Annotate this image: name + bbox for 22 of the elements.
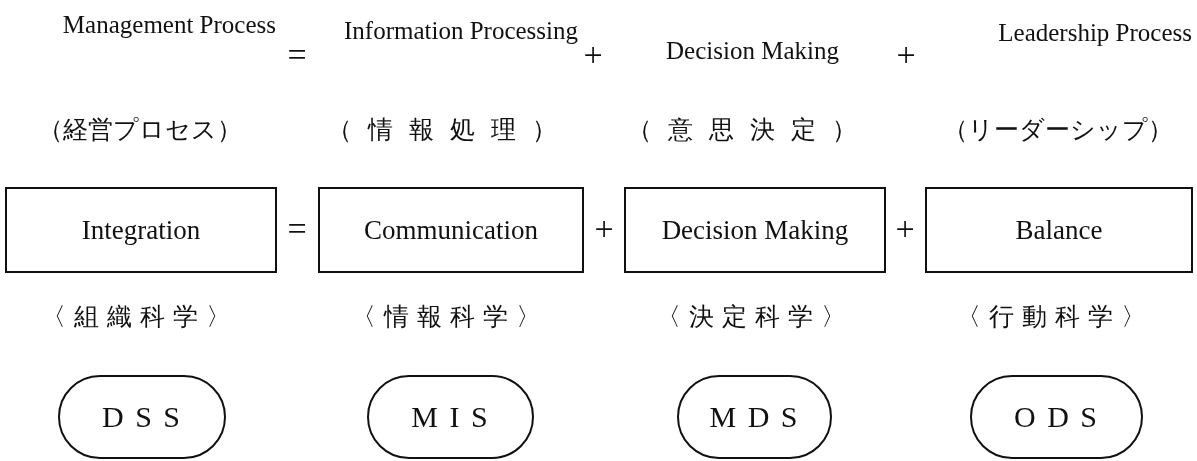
operator-sign: = bbox=[286, 212, 308, 246]
operator-sign: + bbox=[895, 38, 917, 72]
operator-sign: = bbox=[286, 38, 308, 72]
concept-box: Communication bbox=[318, 187, 584, 273]
concept-box: Balance bbox=[925, 187, 1193, 273]
concept-box: Integration bbox=[5, 187, 277, 273]
term-label: Leadership Process bbox=[997, 18, 1192, 48]
term-label: Decision Making bbox=[665, 36, 840, 66]
japanese-label: （情報処理） bbox=[326, 115, 574, 145]
japanese-label: 〈決定科学〉 bbox=[655, 302, 855, 332]
japanese-label: 〈行動科学〉 bbox=[955, 302, 1155, 332]
japanese-label: （意思決定） bbox=[626, 115, 874, 145]
concept-box: Decision Making bbox=[624, 187, 886, 273]
japanese-label: 〈情報科学〉 bbox=[350, 302, 550, 332]
operator-sign: + bbox=[593, 212, 615, 246]
term-label: Management Process bbox=[61, 10, 276, 40]
operator-sign: + bbox=[582, 38, 604, 72]
japanese-label: （リーダーシップ） bbox=[941, 115, 1174, 145]
operator-sign: + bbox=[894, 212, 916, 246]
japanese-label: 〈組織科学〉 bbox=[40, 302, 240, 332]
term-label: Information Processing bbox=[343, 16, 578, 46]
japanese-label: （経営プロセス） bbox=[37, 115, 243, 145]
